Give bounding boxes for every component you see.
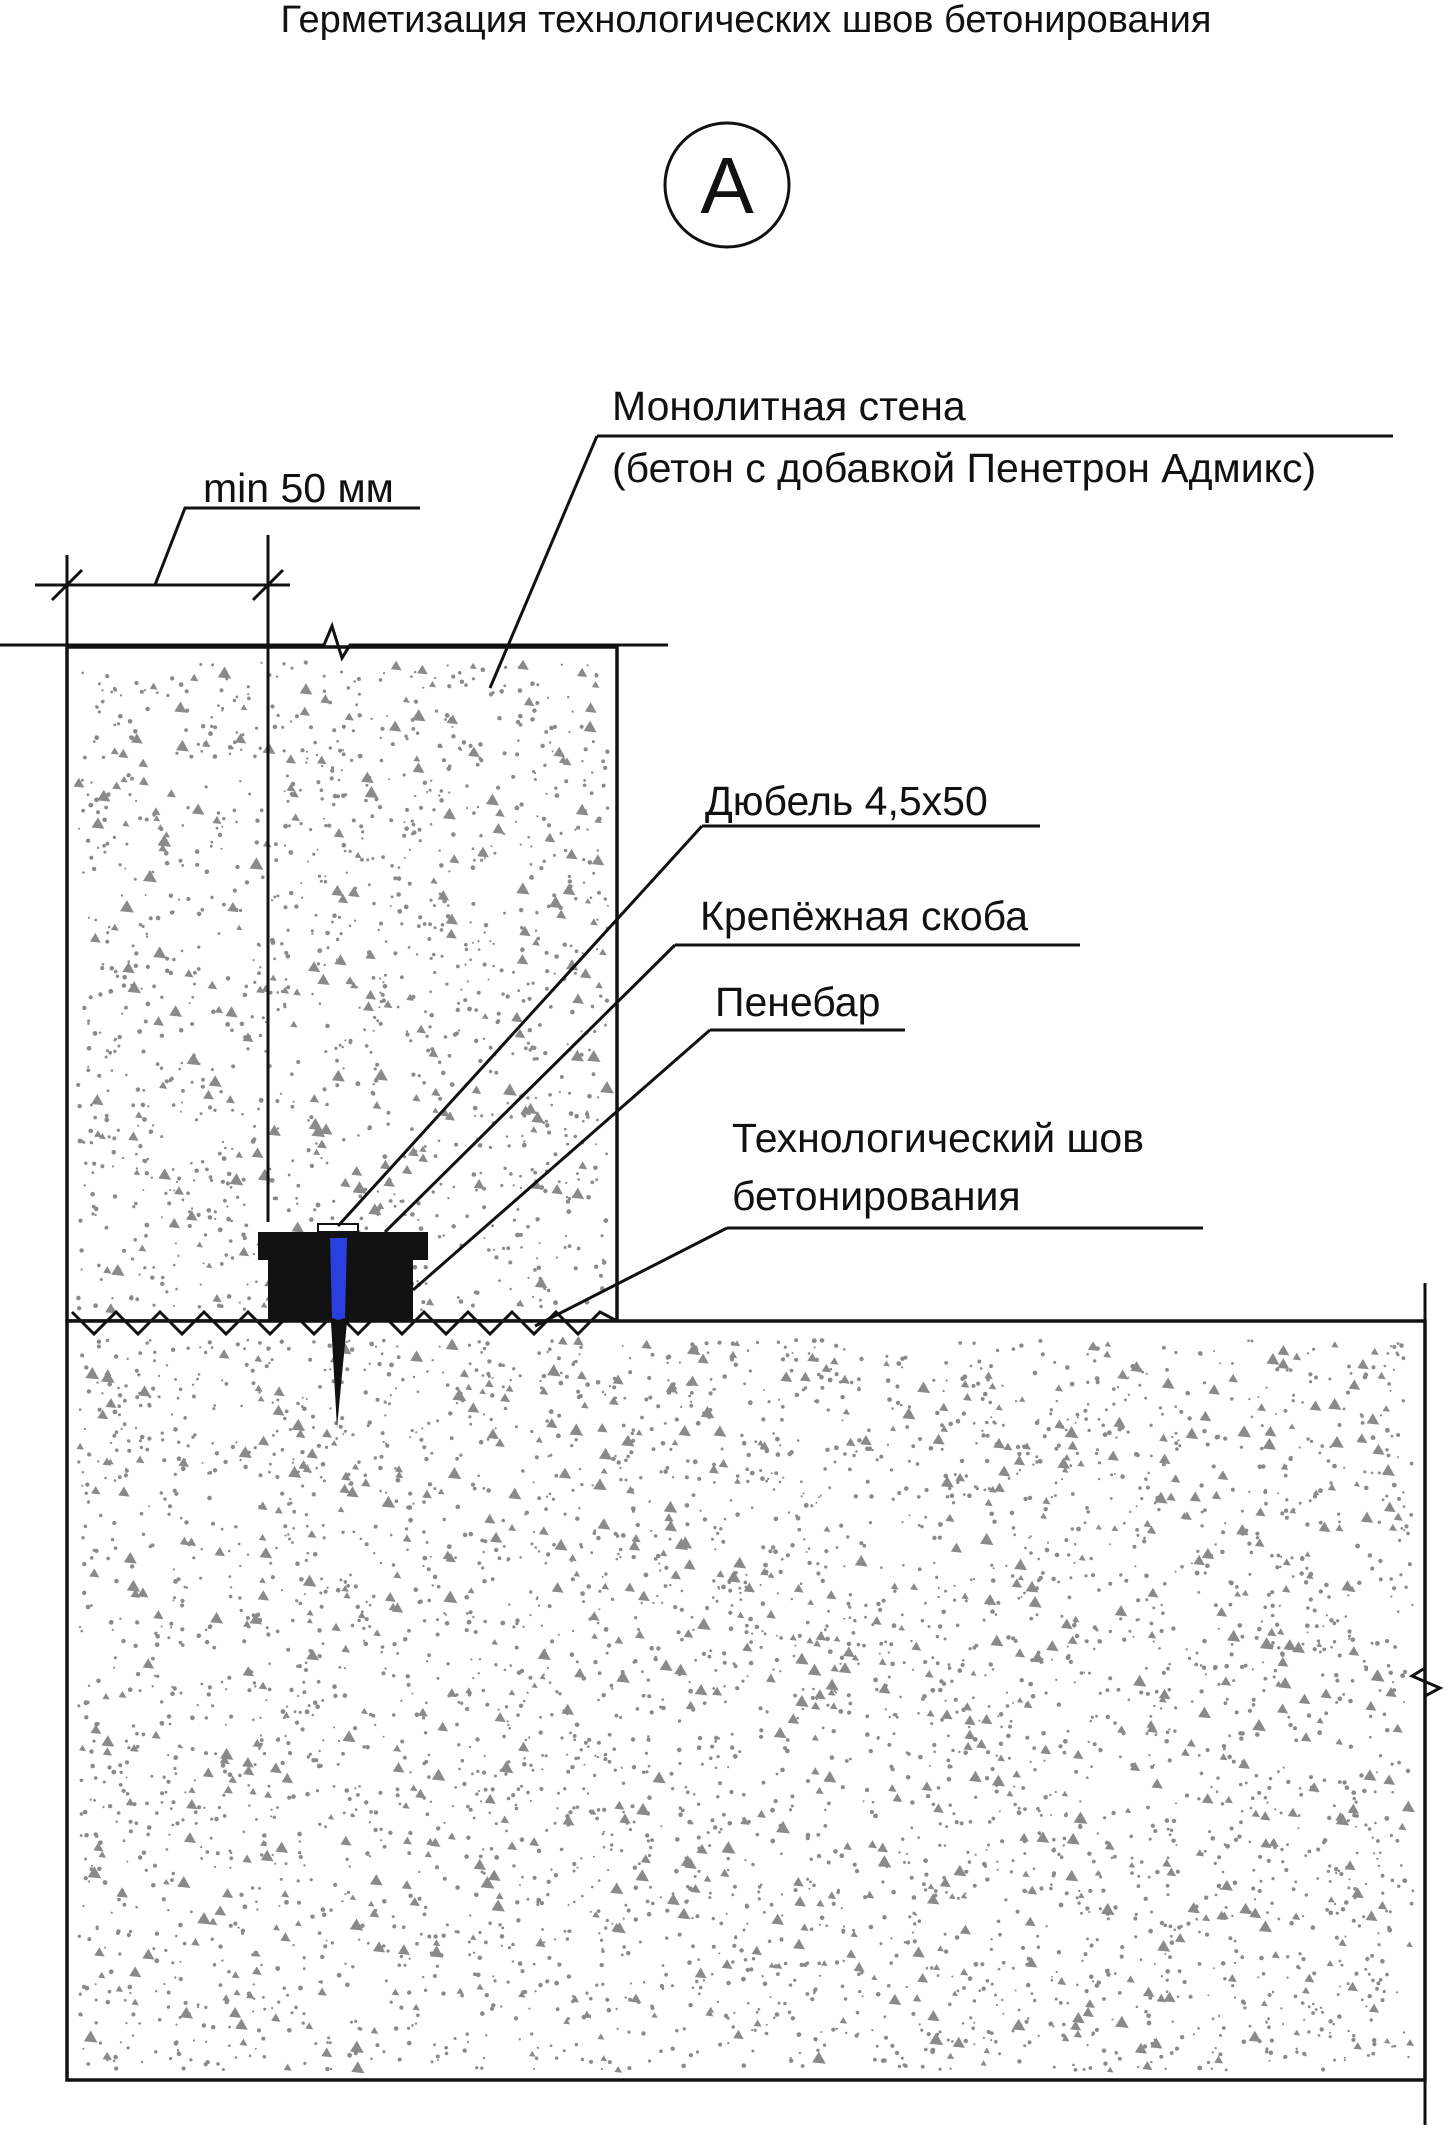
label-joint-line1: Технологический шов [732, 1115, 1144, 1161]
section-marker-circle [663, 121, 791, 249]
concrete-bodies [65, 645, 1427, 2082]
label-bracket: Крепёжная скоба [700, 893, 1028, 939]
wall-break-line [0, 621, 668, 662]
label-penebar: Пенебар [715, 979, 880, 1025]
slab-break-line [1408, 1283, 1444, 2125]
label-joint-line2: бетонирования [732, 1173, 1021, 1219]
base-slab [65, 1319, 1427, 2082]
dowel [327, 1236, 350, 1428]
section-marker: А [663, 121, 791, 249]
leaders [336, 434, 1393, 1328]
dimension-min-50: min 50 мм [35, 465, 420, 1222]
label-wall-line1: Монолитная стена [612, 383, 966, 429]
concrete-aggregate-texture [73, 659, 1415, 2074]
section-marker-letter: А [700, 141, 754, 230]
dimension-label: min 50 мм [203, 465, 394, 511]
drawing-title: Герметизация технологических швов бетони… [281, 0, 1212, 41]
callout-labels: Монолитная стена (бетон с добавкой Пенет… [612, 383, 1316, 1219]
construction-joint-line [70, 1309, 618, 1337]
label-dowel: Дюбель 4,5х50 [705, 778, 988, 824]
label-wall-line2: (бетон с добавкой Пенетрон Адмикс) [612, 445, 1316, 491]
